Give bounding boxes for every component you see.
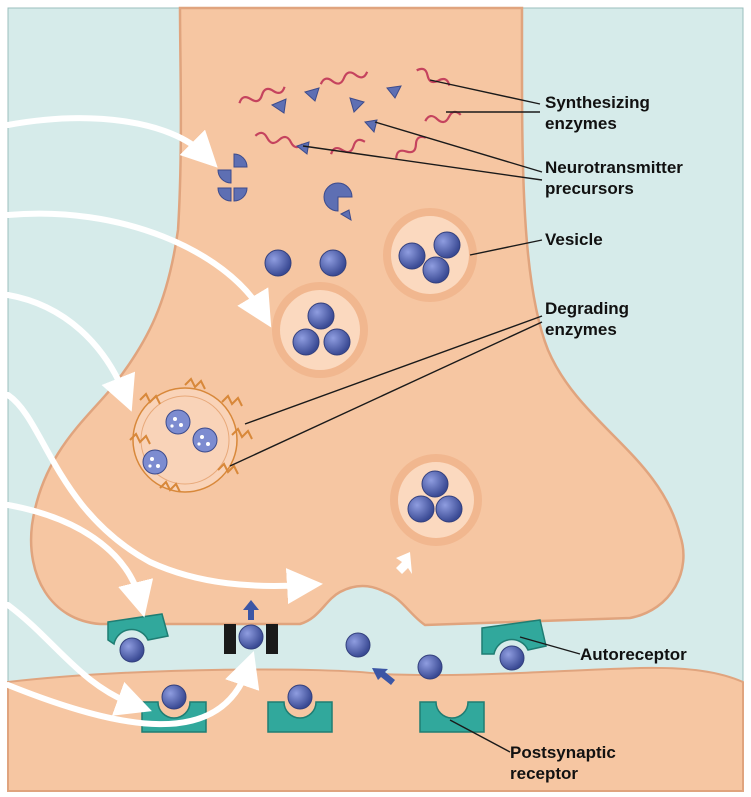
neurotransmitter-molecule (120, 638, 144, 662)
vesicle (383, 208, 477, 302)
label-line: enzymes (545, 319, 629, 340)
postsynaptic-cell (8, 668, 743, 791)
neurotransmitter-molecule (346, 633, 370, 657)
neurotransmitter-molecule (308, 303, 334, 329)
neurotransmitter-molecule (399, 243, 425, 269)
label-postsynaptic-receptor: Postsynaptic receptor (510, 742, 616, 784)
label-line: Neurotransmitter (545, 157, 683, 178)
label-line: enzymes (545, 113, 650, 134)
neurotransmitter-molecule (408, 496, 434, 522)
label-neurotransmitter-precursors: Neurotransmitter precursors (545, 157, 683, 199)
neurotransmitter-molecule (436, 496, 462, 522)
neurotransmitter-molecule (293, 329, 319, 355)
degraded-molecule (143, 450, 167, 474)
degraded-molecule (193, 428, 217, 452)
label-synthesizing-enzymes: Synthesizing enzymes (545, 92, 650, 134)
neurotransmitter-molecule (239, 625, 263, 649)
label-line: precursors (545, 178, 683, 199)
neurotransmitter-molecule (422, 471, 448, 497)
neurotransmitter-molecule (418, 655, 442, 679)
label-line: Synthesizing (545, 92, 650, 113)
neurotransmitter-molecule (324, 329, 350, 355)
label-degrading-enzymes: Degrading enzymes (545, 298, 629, 340)
neurotransmitter-molecule (162, 685, 186, 709)
label-line: receptor (510, 763, 616, 784)
neurotransmitter-molecule (288, 685, 312, 709)
label-autoreceptor: Autoreceptor (580, 644, 687, 665)
neurotransmitter-molecule (320, 250, 346, 276)
vesicle (390, 454, 482, 546)
degraded-molecule (166, 410, 190, 434)
vesicle (272, 282, 368, 378)
neurotransmitter-molecule (500, 646, 524, 670)
neurotransmitter-molecule (434, 232, 460, 258)
label-line: Degrading (545, 298, 629, 319)
label-line: Postsynaptic (510, 742, 616, 763)
neurotransmitter-molecule (265, 250, 291, 276)
neurotransmitter-molecule (423, 257, 449, 283)
label-vesicle: Vesicle (545, 229, 603, 250)
